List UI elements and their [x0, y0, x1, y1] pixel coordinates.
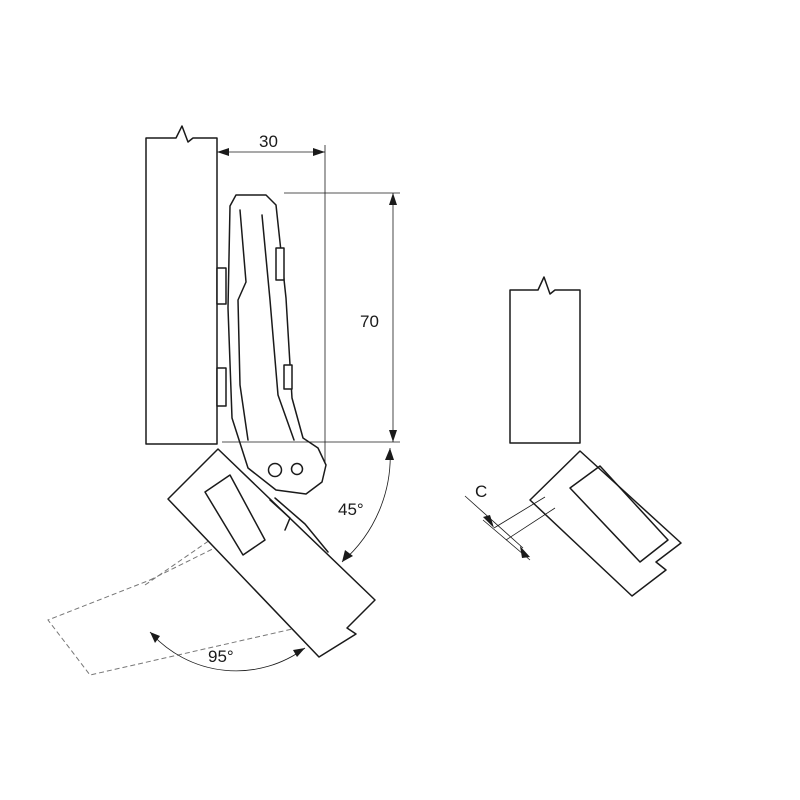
hinge-pivot-hole — [267, 462, 283, 478]
hinge-arm — [227, 194, 327, 495]
angle-95-arc: 95° — [149, 631, 306, 672]
dimension-clearance-c: C — [464, 482, 556, 561]
door-panel-45 — [167, 448, 376, 658]
angle-label-45: 45° — [338, 500, 364, 519]
dimension-label-70: 70 — [360, 312, 379, 331]
dimension-30: 30 — [217, 132, 326, 462]
detail-cabinet-panel — [509, 276, 581, 444]
mounting-plate-bottom — [216, 367, 227, 407]
angle-45-arc: 45° — [338, 447, 394, 563]
dimension-70: 70 — [222, 192, 400, 443]
mounting-plate-top — [216, 267, 227, 305]
hinge-cup — [204, 474, 266, 556]
dimension-label-30: 30 — [259, 132, 278, 151]
detail-door-panel — [529, 450, 682, 597]
hinge-screw-hole — [290, 462, 304, 476]
angle-label-95: 95° — [208, 647, 234, 666]
clearance-label-c: C — [475, 482, 487, 501]
cabinet-side-panel — [145, 125, 218, 445]
